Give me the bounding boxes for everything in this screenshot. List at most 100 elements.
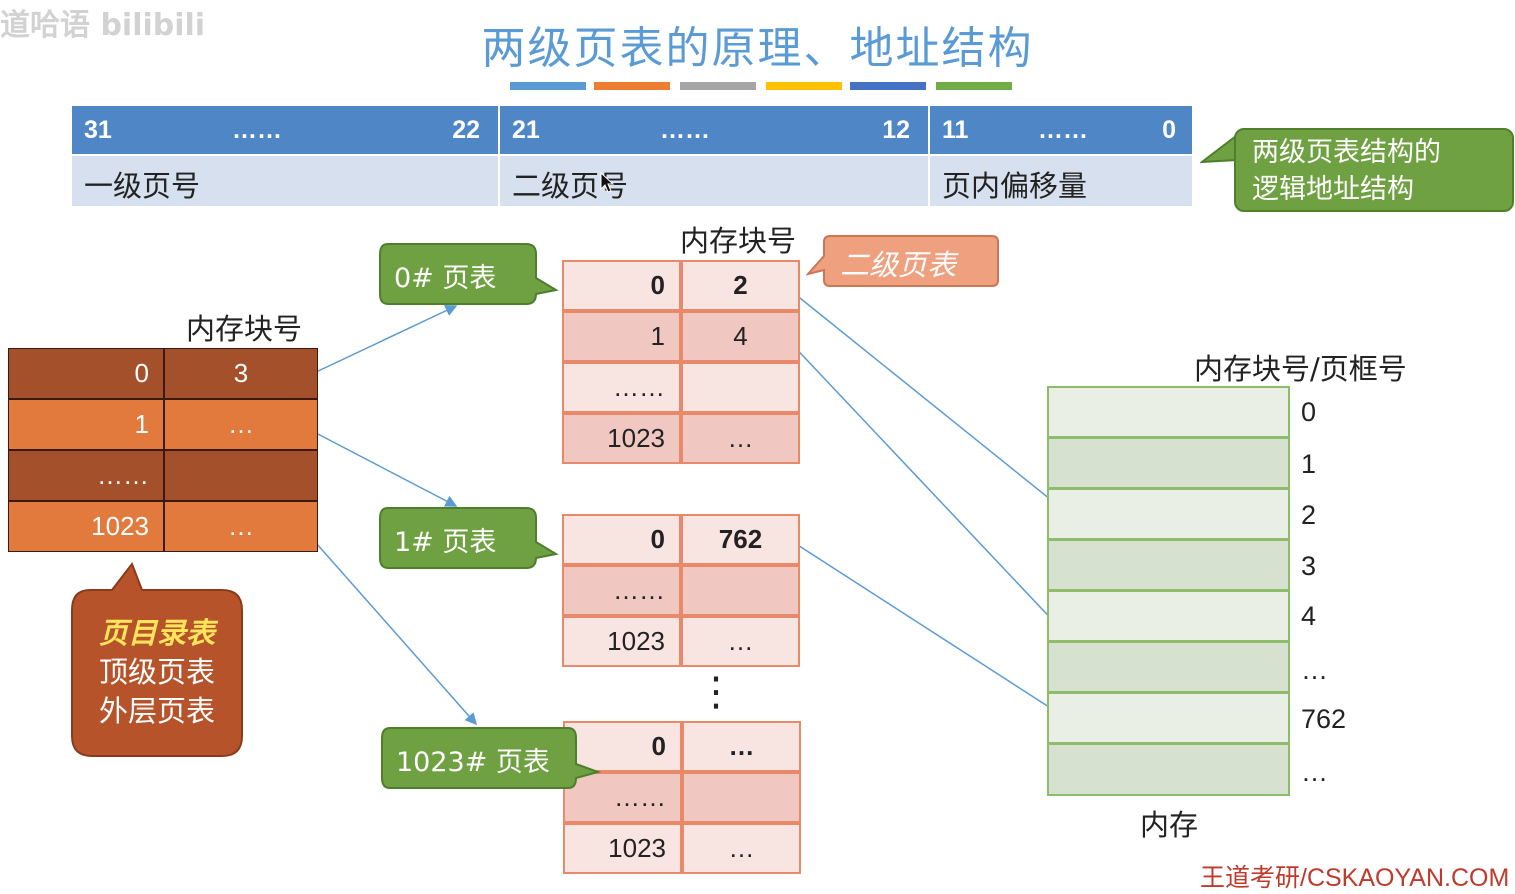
table1023-label-shape	[381, 727, 602, 789]
bit-21: 21	[512, 116, 540, 144]
memory-frame-2	[1047, 488, 1290, 540]
pt0-row-1-value: 4	[681, 311, 800, 362]
bit-11: 11	[942, 116, 969, 144]
directory-callout-line2: 顶级页表	[98, 655, 215, 689]
pt1-row-1-value	[681, 565, 800, 616]
addr-seg-1-label: 一级页号	[72, 156, 498, 206]
arrow-dir1023-to-table1023	[315, 542, 477, 726]
frame-label-762: 762	[1301, 704, 1347, 734]
dir-row-3-index: 1023	[8, 501, 164, 552]
watermark: 道哈语 bilibili	[0, 8, 206, 43]
addr-seg-3-bits: 11 …… 0	[930, 106, 1192, 154]
table1023-label: 1023# 页表	[396, 747, 550, 778]
addr-seg-3-label: 页内偏移量	[930, 156, 1192, 206]
bit-0: 0	[1162, 116, 1176, 144]
callout-line-2: 逻辑地址结构	[1252, 174, 1414, 205]
arrow-entry4-to-frame4	[787, 339, 1060, 628]
second-level-tag: 二级页表	[840, 248, 957, 282]
frame-label-3: 3	[1301, 551, 1317, 581]
page-directory-table: 0 3 1 … …… 1023 …	[8, 348, 318, 552]
frame-label-0: 0	[1301, 397, 1317, 427]
pt0-row-3-value: …	[681, 413, 800, 464]
page-table-0: 0 2 1 4 …… 1023 …	[562, 260, 800, 464]
frame-label-end: …	[1301, 757, 1328, 787]
pt1023-row-2-index: 1023	[563, 823, 682, 874]
frame-label-dots: …	[1301, 655, 1328, 685]
addr-seg-2-label: 二级页号	[500, 156, 928, 206]
first-level-page-number: 一级页号	[84, 169, 201, 203]
memory-frame-4	[1047, 590, 1290, 642]
pt1-row-0-value: 762	[681, 514, 800, 565]
memory-frame-3	[1047, 539, 1290, 591]
frame-label-2: 2	[1301, 500, 1317, 530]
bit-12: 12	[882, 116, 910, 144]
pt1-row-2-index: 1023	[562, 616, 681, 667]
pt1023-row-1-value	[682, 772, 801, 823]
bit-31: 31	[84, 116, 112, 144]
pt1023-row-0-index: 0	[563, 721, 682, 772]
address-structure-callout: 两级页表结构的 逻辑地址结构	[1234, 128, 1514, 212]
memory-header: 内存块号/页框号	[1194, 352, 1407, 386]
bit-dots: ……	[660, 116, 710, 144]
pt1-row-1-index: ……	[562, 565, 681, 616]
color-bar-yellow	[766, 82, 842, 90]
pt1-row-2-value: …	[681, 616, 800, 667]
dir-row-1-value: …	[164, 399, 318, 450]
color-bar-blue	[510, 82, 586, 90]
pt1023-row-2-value: …	[682, 823, 801, 874]
pt0-row-0-value: 2	[681, 260, 800, 311]
mouse-cursor-icon	[600, 172, 615, 193]
pt0-row-0-index: 0	[562, 260, 681, 311]
pt0-row-1-index: 1	[562, 311, 681, 362]
directory-callout: 页目录表 顶级页表 外层页表	[72, 614, 242, 731]
table0-label: 0# 页表	[394, 263, 497, 294]
directory-callout-title: 页目录表	[98, 616, 215, 650]
footer-brand: 王道考研/CSKAOYAN.COM	[1200, 864, 1510, 892]
bit-dots: ……	[232, 116, 282, 144]
color-bar-green	[936, 82, 1012, 90]
second-level-tag-shape	[806, 235, 999, 287]
memory-frame-end	[1047, 743, 1290, 796]
table1-label: 1# 页表	[394, 527, 497, 558]
bit-dots: ……	[1038, 116, 1088, 144]
memory-frame-dots	[1047, 641, 1290, 693]
callout-line-1: 两级页表结构的	[1252, 137, 1441, 168]
pt1023-row-0-value: …	[682, 721, 801, 772]
dir-row-2-value	[164, 450, 318, 501]
pt1023-row-1-index: ……	[563, 772, 682, 823]
color-bar-darkblue	[850, 82, 926, 90]
arrow-dir0-to-table0	[313, 305, 458, 374]
arrow-dir1-to-table1	[313, 431, 458, 507]
dir-row-2-index: ……	[8, 450, 164, 501]
addr-seg-2-bits: 21 …… 12	[500, 106, 928, 154]
pt0-row-2-index: ……	[562, 362, 681, 413]
pt0-row-3-index: 1023	[562, 413, 681, 464]
arrow-entry2-to-frame2	[789, 289, 1068, 513]
memory-frame-762	[1047, 692, 1290, 744]
second-level-header: 内存块号	[680, 224, 797, 258]
table0-label-shape	[379, 243, 559, 305]
pt0-row-2-value	[681, 362, 800, 413]
page-offset: 页内偏移量	[942, 169, 1088, 203]
directory-callout-line3: 外层页表	[98, 694, 215, 728]
dir-row-3-value: …	[164, 501, 318, 552]
bit-22: 22	[452, 116, 480, 144]
page-title: 两级页表的原理、地址结构	[481, 23, 1034, 74]
addr-seg-1-bits: 31 …… 22	[72, 106, 498, 154]
memory-caption: 内存	[1140, 808, 1199, 842]
directory-header: 内存块号	[186, 312, 303, 346]
color-bar-orange	[594, 82, 670, 90]
arrow-entry762-to-frame762	[789, 539, 1068, 719]
dir-row-0-value: 3	[164, 348, 318, 399]
frame-label-4: 4	[1301, 601, 1317, 631]
frame-label-1: 1	[1301, 449, 1317, 479]
page-table-1: 0 762 …… 1023 …	[562, 514, 800, 667]
table1-label-shape	[379, 507, 559, 569]
page-table-1023: 0 … …… 1023 …	[563, 721, 801, 874]
memory-frame-0	[1047, 386, 1290, 438]
pt1-row-0-index: 0	[562, 514, 681, 565]
memory-frame-1	[1047, 437, 1290, 489]
color-bar-gray	[680, 82, 756, 90]
directory-callout-shape	[71, 561, 243, 757]
